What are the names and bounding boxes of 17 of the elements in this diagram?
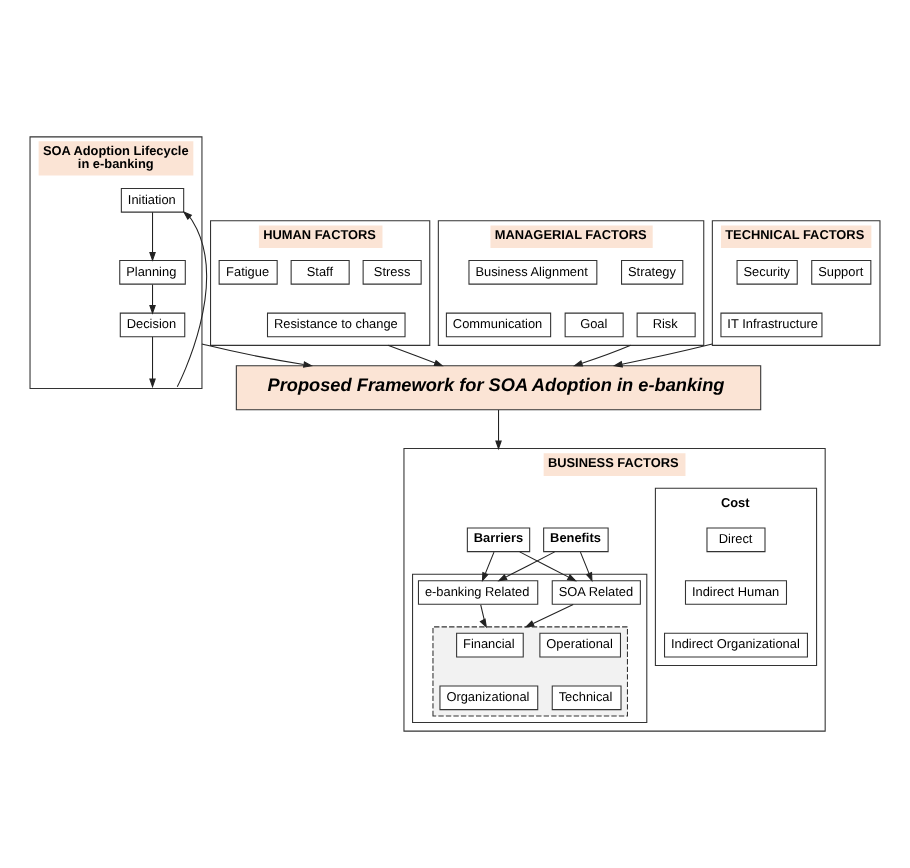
node-box: Proposed Framework for SOA Adoption in e-banking — [235, 365, 762, 411]
arrow — [612, 343, 713, 368]
arrow — [579, 551, 593, 583]
arrow — [149, 211, 156, 262]
arrow — [387, 344, 444, 367]
arrow — [573, 344, 632, 367]
arrow — [479, 604, 488, 629]
arrow — [481, 551, 495, 583]
arrow — [201, 343, 314, 368]
arrow — [149, 336, 156, 389]
arrow — [495, 409, 502, 451]
arrow — [519, 551, 577, 582]
arrow — [176, 211, 207, 388]
arrow — [524, 604, 574, 628]
arrow — [149, 284, 156, 315]
arrow — [497, 551, 556, 582]
cluster — [432, 626, 628, 717]
